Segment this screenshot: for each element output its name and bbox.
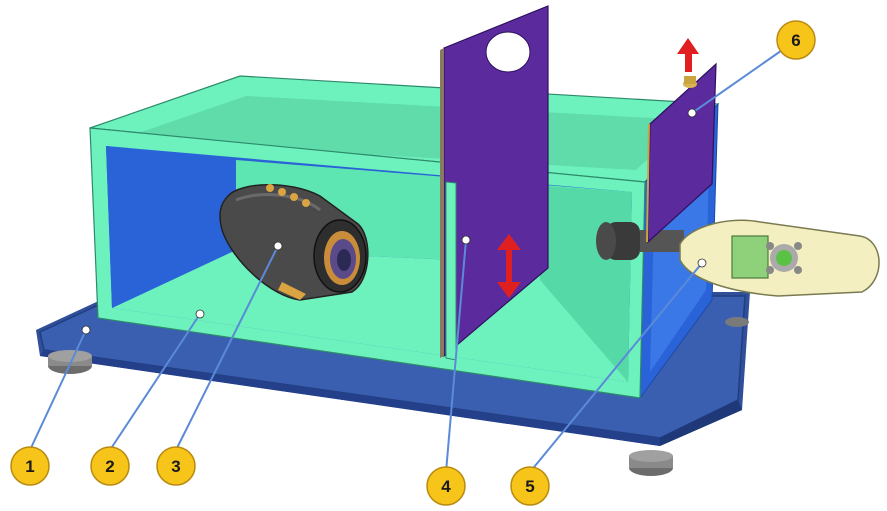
callout-5: 5 bbox=[510, 466, 550, 506]
callout-label-3: 3 bbox=[171, 457, 180, 476]
callout-2: 2 bbox=[90, 446, 130, 486]
leader-lines bbox=[29, 45, 789, 473]
callout-label-5: 5 bbox=[525, 477, 534, 496]
arrow-updown-icon bbox=[497, 234, 521, 298]
arrow-up-icon bbox=[677, 38, 699, 72]
callout-label-6: 6 bbox=[791, 31, 800, 50]
pointer-dots bbox=[81, 108, 707, 335]
callout-1: 1 bbox=[10, 446, 50, 486]
callout-6: 6 bbox=[776, 20, 816, 60]
camera-icon bbox=[219, 184, 369, 301]
callout-label-4: 4 bbox=[441, 477, 451, 496]
sound-meter-icon bbox=[679, 219, 880, 297]
callout-label-2: 2 bbox=[105, 457, 114, 476]
partition-plate bbox=[440, 5, 549, 361]
callout-3: 3 bbox=[156, 446, 196, 486]
callout-label-1: 1 bbox=[25, 457, 34, 476]
callout-4: 4 bbox=[426, 466, 466, 506]
